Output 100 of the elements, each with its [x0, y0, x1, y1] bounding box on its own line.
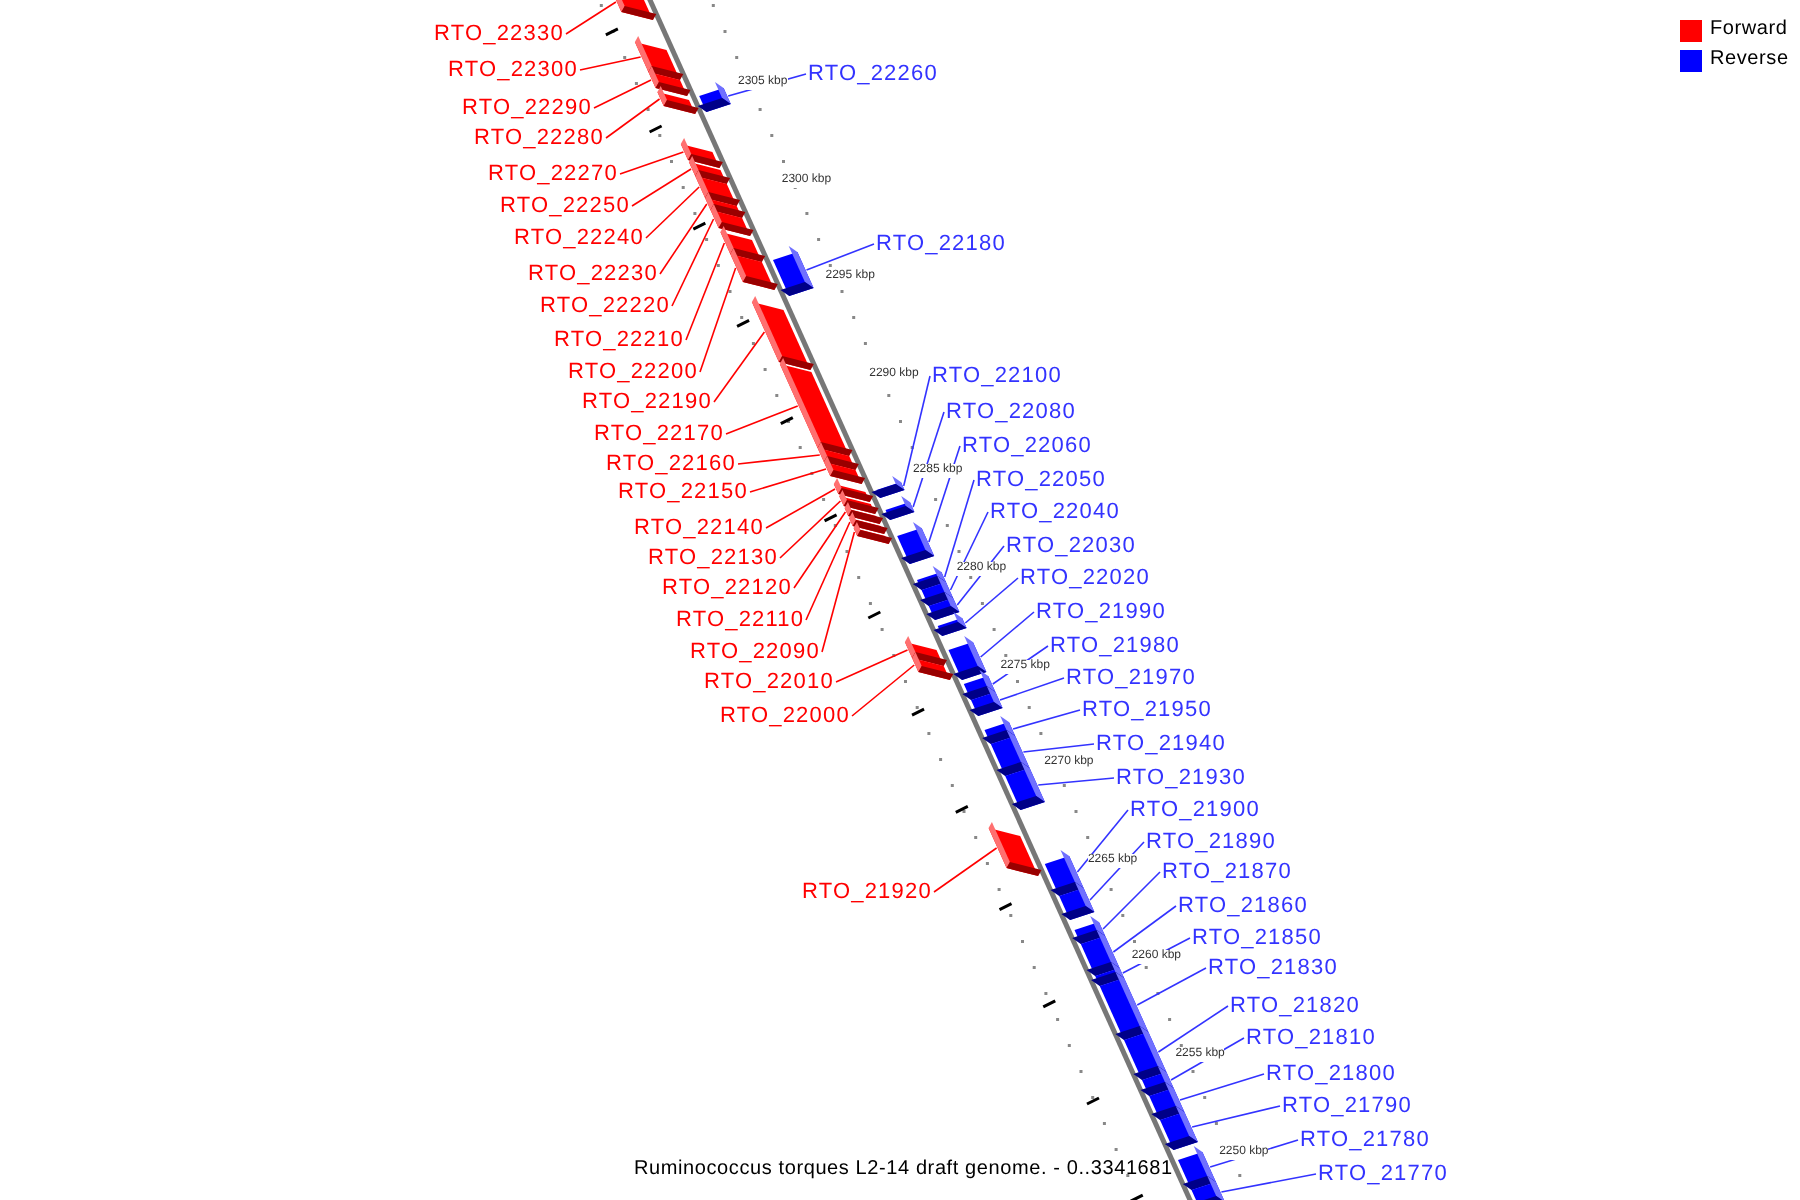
gene-label: RTO_21930 — [1116, 766, 1246, 790]
gene-label: RTO_22170 — [594, 422, 724, 446]
leader-line — [713, 331, 766, 403]
gene-block — [912, 652, 954, 680]
leader-line — [737, 454, 821, 465]
gene-block — [1191, 1176, 1225, 1200]
gene-label: RTO_22210 — [554, 328, 684, 352]
gene-block — [657, 86, 699, 114]
leader-line — [835, 649, 909, 683]
gene-block — [1059, 882, 1095, 920]
gene-block — [612, 0, 657, 20]
leader-line — [579, 56, 642, 71]
gene-label: RTO_22100 — [932, 364, 1062, 388]
gene-label: RTO_22080 — [946, 400, 1076, 424]
gene-block — [933, 612, 967, 636]
gene-label: RTO_21890 — [1146, 830, 1276, 854]
gene-label: RTO_21810 — [1246, 1026, 1376, 1050]
gene-block — [897, 522, 935, 564]
leader-line — [1022, 743, 1095, 753]
gene-label: RTO_21850 — [1192, 926, 1322, 950]
gene-label: RTO_22020 — [1020, 566, 1150, 590]
gene-label: RTO_22200 — [568, 360, 698, 384]
gene-label: RTO_22010 — [704, 670, 834, 694]
gene-label: RTO_22260 — [808, 62, 938, 86]
gene-block — [871, 476, 905, 498]
gene-label: RTO_22270 — [488, 162, 618, 186]
gene-label: RTO_22300 — [448, 58, 578, 82]
leader-line — [765, 488, 836, 529]
leader-line — [979, 611, 1035, 658]
leader-line — [779, 500, 842, 559]
leader-line — [749, 468, 827, 493]
gene-label: RTO_22060 — [962, 434, 1092, 458]
leader-line — [593, 79, 652, 109]
gene-label: RTO_22090 — [690, 640, 820, 664]
leader-line — [805, 243, 875, 271]
leader-line — [671, 218, 715, 307]
gene-label: RTO_21970 — [1066, 666, 1196, 690]
gene-label: RTO_21830 — [1208, 956, 1338, 980]
leader-line — [619, 151, 685, 175]
leader-line — [1102, 871, 1161, 930]
leader-line — [1191, 1105, 1281, 1128]
gene-label: RTO_22290 — [462, 96, 592, 120]
gene-label: RTO_21800 — [1266, 1062, 1396, 1086]
gene-label: RTO_22150 — [618, 480, 748, 504]
gene-label: RTO_21870 — [1162, 860, 1292, 884]
gene-block — [710, 204, 754, 236]
leader-line — [565, 1, 617, 35]
leader-line — [725, 405, 799, 435]
gene-label: RTO_21860 — [1178, 894, 1308, 918]
gene-label: RTO_22130 — [648, 546, 778, 570]
gene-block — [823, 456, 866, 484]
gene-block — [1160, 1106, 1198, 1150]
leader-line — [933, 847, 998, 893]
gene-block — [773, 246, 814, 296]
gene-block — [853, 522, 893, 544]
leader-line — [793, 511, 847, 589]
gene-label: RTO_22050 — [976, 468, 1106, 492]
gene-label: RTO_21770 — [1318, 1162, 1448, 1186]
leader-line — [912, 411, 945, 508]
leader-line — [999, 677, 1065, 701]
leader-line — [645, 186, 700, 239]
leader-line — [851, 664, 916, 717]
gene-label: RTO_22230 — [528, 262, 658, 286]
leader-line — [1179, 1073, 1265, 1101]
leader-line — [1136, 967, 1207, 1006]
gene-label: RTO_22180 — [876, 232, 1006, 256]
gene-block — [779, 358, 853, 456]
gene-label: RTO_21790 — [1282, 1094, 1412, 1118]
gene-label: RTO_22330 — [434, 22, 564, 46]
gene-label: RTO_22280 — [474, 126, 604, 150]
gene-label: RTO_21990 — [1036, 600, 1166, 624]
gene-label: RTO_22120 — [662, 576, 792, 600]
leader-line — [1157, 1005, 1229, 1053]
leader-line — [631, 168, 692, 207]
gene-label: RTO_21950 — [1082, 698, 1212, 722]
leader-line — [943, 479, 975, 578]
gene-block — [926, 592, 960, 620]
leader-line — [902, 375, 931, 487]
gene-label: RTO_21780 — [1300, 1128, 1430, 1152]
leader-line — [699, 267, 737, 373]
gene-label: RTO_22250 — [500, 194, 630, 218]
gene-label: RTO_21980 — [1050, 634, 1180, 658]
gene-label: RTO_22160 — [606, 452, 736, 476]
gene-block — [1005, 762, 1045, 810]
leader-line — [821, 531, 856, 653]
gene-block — [730, 248, 778, 290]
leader-line — [928, 445, 961, 543]
leader-line — [1220, 1173, 1317, 1193]
leader-line — [1076, 809, 1129, 873]
gene-block — [1099, 972, 1149, 1040]
leader-line — [659, 203, 708, 275]
gene-block — [988, 822, 1042, 876]
leader-line — [605, 98, 661, 139]
gene-block — [751, 296, 814, 370]
leader-line — [805, 521, 851, 621]
gene-label: RTO_22240 — [514, 226, 644, 250]
gene-label: RTO_22190 — [582, 390, 712, 414]
gene-label: RTO_22030 — [1006, 534, 1136, 558]
leader-line — [964, 577, 1019, 624]
leader-line — [1012, 709, 1081, 730]
